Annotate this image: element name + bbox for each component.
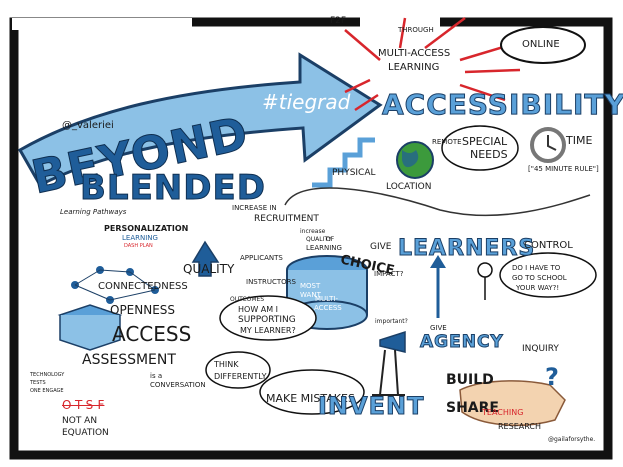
control-label: CONTROL [524,240,573,251]
access-label: ACCESS [112,322,192,346]
learning-pathways: Learning Pathways [60,208,127,216]
conversation-label: CONVERSATION [150,381,206,389]
special-needs-2: NEEDS [470,148,508,161]
connectedness-label: CONNECTEDNESS [98,281,188,292]
dash-plan-label: DASH PLAN [124,243,153,249]
megaphone-icon [379,330,406,353]
staircase-icon [312,137,375,188]
test-note-2: TESTS [30,380,46,386]
do-i-have-1: DO I HAVE TO [512,264,561,272]
learning-label: LEARNING [122,234,158,242]
not-an-label: NOT AN [62,416,98,426]
increase-label: increase [300,228,326,235]
svg-text:?: ? [545,363,559,391]
is-a-label: is a [150,372,163,380]
share-label: SHARE [446,400,499,416]
equation-label: EQUATION [62,428,109,438]
supporting-3: MY LEARNER? [240,326,296,335]
title-blended: BLENDED [80,168,266,209]
test-note-3: ONE ENGAGE [30,388,64,394]
time-label: TIME [566,134,593,147]
agency-title: AGENCY [420,332,504,353]
personalization-label: PERSONALIZATION [104,224,189,233]
think-label: THINK [214,360,239,369]
f2f-label: F2F [330,16,347,26]
most-want-3: MULTI- [315,295,338,303]
instructors-label: INSTRUCTORS [246,278,296,286]
give-label: GIVE [430,324,447,332]
signature-label: @gailaforsythe. [548,436,596,443]
recruitment-label: RECRUITMENT [254,214,319,224]
make-mistakes-label: MAKE MISTAKES [266,392,355,405]
supporting-1: HOW AM I [238,305,279,314]
location-label: LOCATION [386,182,432,192]
open-box-icon [59,315,121,351]
learning-small-label: LEARNING [306,244,342,252]
physical-label: PHYSICAL [332,168,376,178]
build-label: BUILD [446,372,494,388]
beyond-blended-arrow [17,52,383,187]
test-note-1: TECHNOLOGY [30,372,65,378]
hand-icon [459,380,566,426]
increase-in-label: INCREASE IN [232,204,277,212]
do-i-have-2: GO TO SCHOOL [512,274,567,282]
remote-label: REMOTE [432,138,462,146]
most-want-2: WANT [300,291,321,299]
give-label-top: GIVE [370,242,392,252]
openness-label: OPENNESS [110,303,176,317]
most-want-4: ACCESS [314,304,342,312]
impact-label: IMPACT? [374,270,404,278]
assessment-label: ASSESSMENT [82,352,176,368]
differently-label: DIFFERENTLY [214,372,267,381]
most-want-1: MOST [300,282,321,290]
online-label: ONLINE [522,39,560,50]
quality-up-arrow [191,240,220,277]
handle-label: @_valeriei [62,120,114,131]
multi-access-2: LEARNING [388,62,440,73]
learners-title: LEARNERS [397,236,536,262]
teaching-label: TEACHING [482,408,524,417]
inquiry-label: INQUIRY [522,344,559,354]
quality-of-label: QUALITY [306,236,332,243]
one-size-label: O-T-S-F [62,398,105,412]
multi-access-1: MULTI-ACCESS [378,48,451,59]
of-label: OF [326,236,335,243]
online-cloud [500,26,586,64]
important-label: important? [375,318,408,325]
applicants-label: APPLICANTS [240,254,283,262]
research-label: RESEARCH [498,422,541,431]
special-needs-1: SPECIAL [462,135,508,148]
through-label: THROUGH [398,26,434,34]
accessibility-title: ACCESSIBILITY [382,88,623,122]
quality-label: QUALITY [183,262,235,276]
outcomes-label: OUTCOMES [230,296,265,303]
special-needs-bubble [441,125,519,171]
hashtag-label: #tiegrad [262,90,351,114]
do-i-have-3: YOUR WAY?! [516,284,560,292]
supporting-2: SUPPORTING [238,315,296,325]
invent-title: INVENT [317,392,425,421]
time-rule: ["45 MINUTE RULE"] [528,165,599,173]
